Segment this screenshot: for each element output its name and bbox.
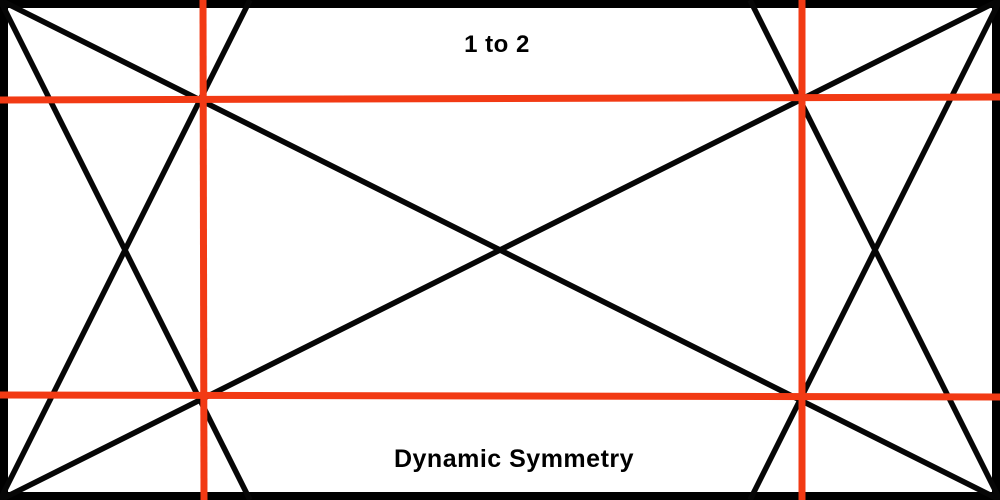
caption-label: Dynamic Symmetry xyxy=(393,445,635,473)
red-horizontal-bottom xyxy=(0,391,1000,401)
reciprocal-from-bottomright xyxy=(747,0,1000,500)
reciprocal-from-bottomleft xyxy=(0,0,253,500)
ratio-label: 1 to 2 xyxy=(464,31,530,58)
red-horizontal-top xyxy=(0,93,1000,104)
red-vertical-left xyxy=(199,0,208,500)
